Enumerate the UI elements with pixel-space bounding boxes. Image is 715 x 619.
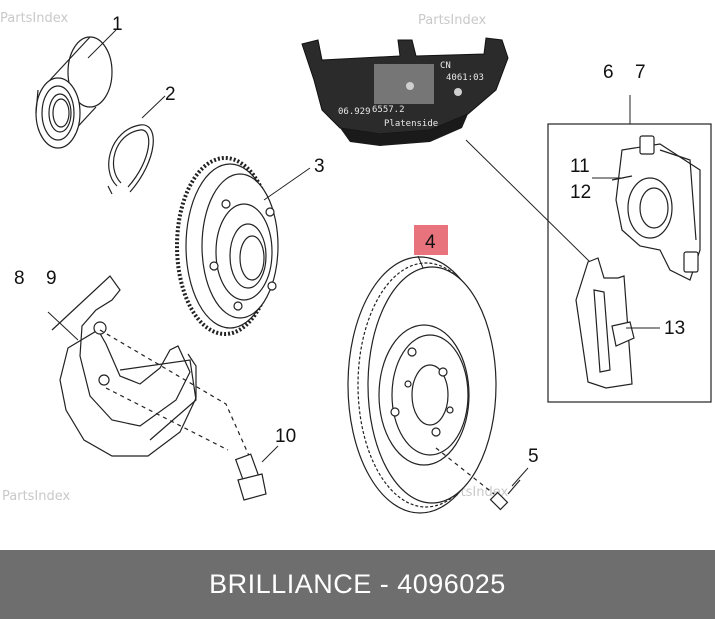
callout-7: 7 <box>635 62 646 83</box>
callout-13: 13 <box>664 318 685 339</box>
callout-6: 6 <box>603 62 614 83</box>
pad-letters: CN <box>440 61 451 71</box>
brake-caliper <box>611 135 701 281</box>
pad-code-left: 06.929 <box>338 107 371 117</box>
callout-4-highlight[interactable] <box>414 225 448 255</box>
brake-pad-drawing <box>575 257 635 389</box>
brake-pad-photo: CN 4061:03 06.929 6557.2 Platenside <box>301 37 509 146</box>
parts-exploded-diagram: PartsIndex PartsIndex PartsIndex PartsIn… <box>0 11 712 514</box>
callout-5: 5 <box>528 446 539 467</box>
wheel-hub <box>175 156 279 336</box>
callout-2: 2 <box>165 84 176 105</box>
pad-code-top: 4061:03 <box>446 73 484 83</box>
watermark-top-left: PartsIndex <box>0 11 69 26</box>
callout-4: 4 <box>425 232 436 253</box>
callout-11: 11 <box>570 156 590 177</box>
footer-bar: BRILLIANCE - 4096025 <box>0 550 715 619</box>
pad-code-mid: 6557.2 <box>372 105 405 115</box>
pad-brand: Platenside <box>384 119 438 129</box>
callout-9: 9 <box>46 268 57 289</box>
watermark-bottom-left: PartsIndex <box>2 489 71 504</box>
footer-caption: BRILLIANCE - 4096025 <box>209 569 506 599</box>
callout-8: 8 <box>14 268 25 289</box>
callout-3: 3 <box>314 156 325 177</box>
brake-disc <box>347 256 497 514</box>
callout-1: 1 <box>112 14 123 35</box>
callout-12: 12 <box>570 182 591 203</box>
watermark-top-right: PartsIndex <box>418 13 487 28</box>
wheel-bearing <box>35 36 113 149</box>
shield-bolt <box>99 329 267 501</box>
snap-ring <box>107 124 154 195</box>
callout-10: 10 <box>275 426 296 447</box>
splash-shield <box>51 275 197 457</box>
disc-screw <box>435 447 521 511</box>
